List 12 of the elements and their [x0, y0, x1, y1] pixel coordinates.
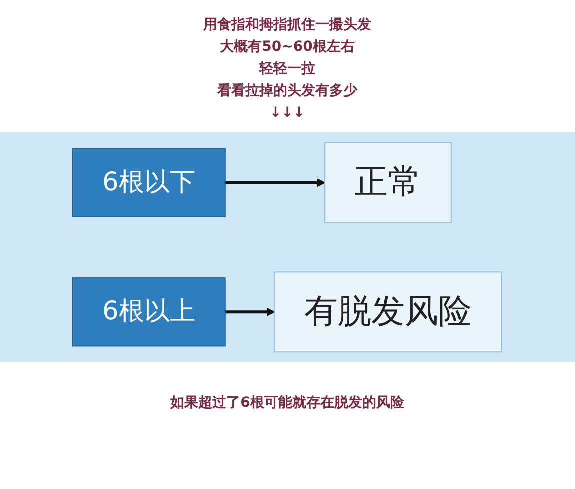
node-box: 6根以上: [72, 277, 226, 346]
instruction-text: 轻轻一拉: [260, 60, 316, 79]
arrow: [226, 178, 326, 187]
node-box: 6根以下: [72, 148, 226, 217]
instruction-text: 大概有50~60根左右: [220, 38, 355, 57]
node-box: 有脱发风险: [274, 271, 502, 352]
instruction-text: 用食指和拇指抓住一撮头发: [204, 16, 372, 35]
instruction-text: ↓↓↓: [270, 104, 306, 123]
arrow: [226, 307, 276, 316]
node-box: 正常: [324, 142, 452, 223]
instruction-text: 看看拉掉的头发有多少: [218, 82, 358, 101]
caption: 如果超过了6根可能就存在脱发的风险: [169, 394, 406, 413]
